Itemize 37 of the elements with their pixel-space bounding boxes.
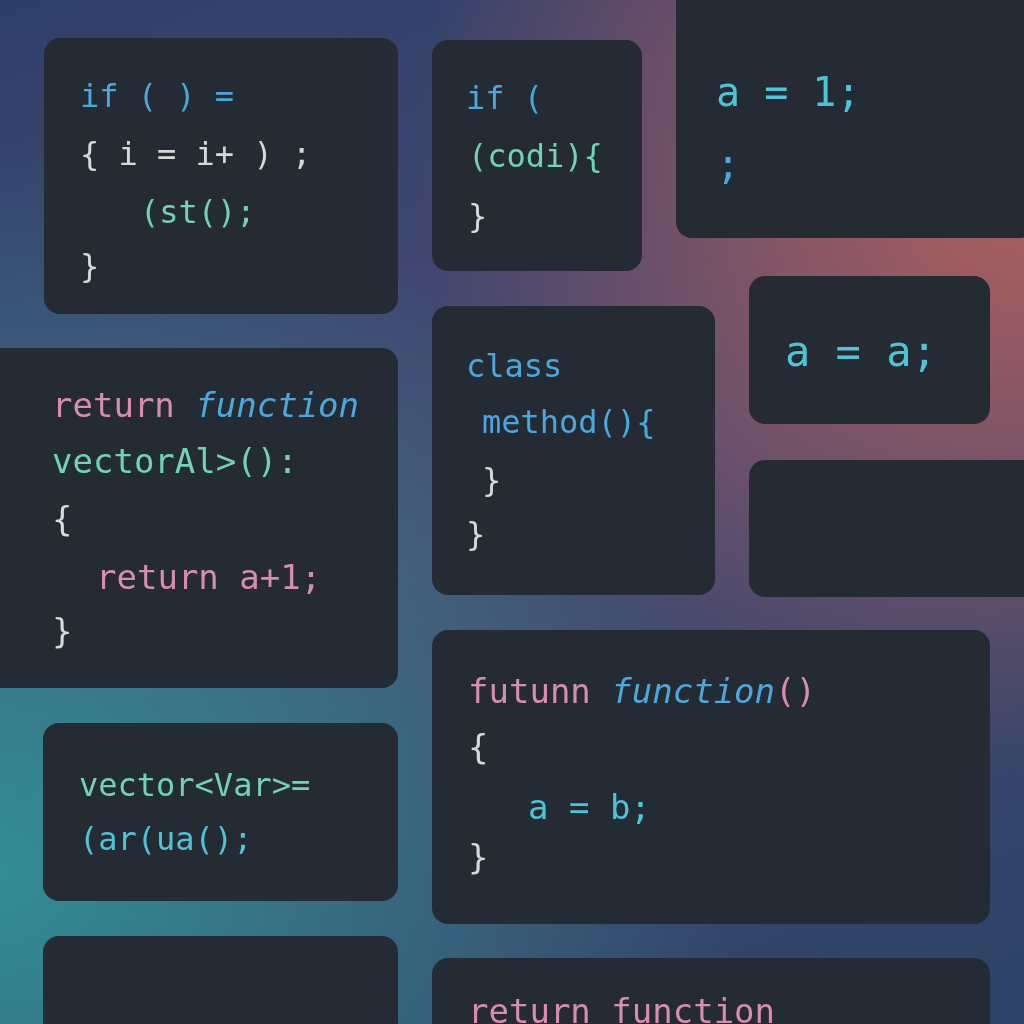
- code-line: (codi){: [468, 140, 603, 172]
- code-line: }: [468, 200, 488, 232]
- code-line: if (: [466, 82, 544, 114]
- code-card: [432, 40, 642, 271]
- code-line: if ( ) =: [80, 80, 235, 112]
- code-card: [432, 630, 990, 924]
- code-line: return function: [52, 388, 360, 422]
- code-line: ;: [716, 144, 741, 184]
- code-line: a = 1;: [716, 72, 861, 112]
- code-card: [749, 276, 990, 424]
- code-line: }: [482, 464, 502, 496]
- code-line: {: [52, 502, 73, 536]
- code-line: return function: [468, 994, 776, 1024]
- code-card: [432, 958, 990, 1024]
- code-line: }: [468, 840, 489, 874]
- code-card: [44, 38, 398, 314]
- code-line: }: [80, 250, 100, 282]
- code-line: (st();: [140, 196, 256, 228]
- code-line: }: [466, 518, 486, 550]
- code-card: [43, 936, 398, 1024]
- code-card: [676, 0, 1024, 238]
- code-line: return a+1;: [96, 560, 322, 594]
- code-line: (ar(ua();: [79, 823, 253, 855]
- code-line: method(){: [482, 406, 656, 438]
- code-line: futunn function(): [468, 674, 816, 708]
- code-card: [0, 348, 398, 688]
- code-line: vectorAl>():: [52, 444, 298, 478]
- code-line: a = a;: [785, 331, 937, 373]
- code-card: [749, 460, 1024, 597]
- code-line: vector<Var>=: [79, 769, 311, 801]
- code-line: }: [52, 614, 73, 648]
- code-line: { i = i+ ) ;: [80, 138, 312, 170]
- code-card: [432, 306, 715, 595]
- code-line: {: [468, 730, 489, 764]
- code-line: a = b;: [528, 790, 651, 824]
- code-line: class: [466, 350, 563, 382]
- code-card: [43, 723, 398, 901]
